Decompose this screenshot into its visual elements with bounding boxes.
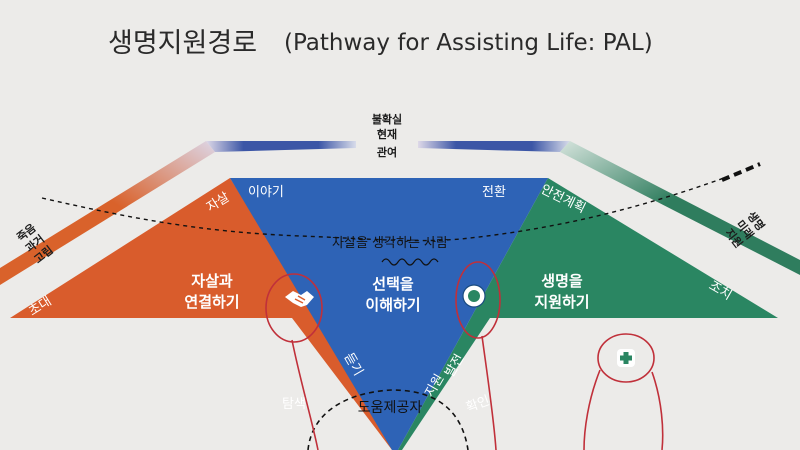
thick-dashed-end — [721, 162, 761, 182]
left-title-line-1: 자살과 — [191, 272, 233, 290]
pen-line-center — [481, 335, 497, 450]
first-aid-icon — [617, 349, 635, 367]
right-title-line-2: 지원하기 — [534, 293, 589, 311]
top-band-line-1: 불확실 — [372, 112, 402, 126]
pen-line-right-2 — [651, 371, 664, 450]
center-title-line-1: 선택을 — [372, 275, 414, 293]
pen-annotations — [265, 261, 664, 450]
right-title-line-1: 생명을 — [541, 272, 583, 290]
pen-circle-center — [455, 261, 501, 339]
center-top-left-label: 이야기 — [248, 185, 284, 200]
pen-circle-left — [265, 273, 323, 343]
section-center-triangle — [230, 178, 548, 450]
right-section-title: 생명을 지원하기 — [534, 272, 589, 311]
section-left-triangle — [10, 178, 398, 450]
left-bottom-label: 탐색 — [282, 397, 306, 412]
title-english: (Pathway for Assisting Life: PAL) — [284, 30, 653, 56]
title-korean: 생명지원경로 — [108, 28, 257, 59]
pen-line-right-1 — [583, 369, 601, 450]
right-bottom-label: 확인 — [464, 393, 492, 415]
bottom-helper-label: 도움제공자 — [358, 400, 423, 416]
top-band-label: 불확실 현재 관여 — [372, 112, 402, 159]
band-right — [560, 141, 800, 275]
dotted-line-label: 자살을 생각하는 사람 — [332, 236, 448, 251]
left-section-title: 자살과 연결하기 — [184, 272, 239, 311]
top-band-line-2: 현재 — [377, 127, 397, 141]
top-band-line-3: 관여 — [377, 145, 397, 159]
center-title-line-2: 이해하기 — [365, 296, 420, 314]
pen-circle-right — [597, 333, 655, 383]
band-top-left — [206, 141, 356, 152]
section-right-triangle — [398, 178, 778, 450]
thinking-person-dotted-line — [41, 177, 725, 242]
pen-line-left — [291, 339, 319, 450]
center-top-right-label: 전환 — [482, 185, 506, 200]
left-title-line-2: 연결하기 — [184, 293, 239, 311]
handshake-icon — [285, 291, 314, 307]
center-section-title: 선택을 이해하기 — [365, 275, 420, 314]
band-top-right — [418, 141, 570, 152]
lifebuoy-icon — [462, 284, 486, 308]
band-left — [0, 141, 215, 285]
squiggle-line — [381, 258, 439, 266]
